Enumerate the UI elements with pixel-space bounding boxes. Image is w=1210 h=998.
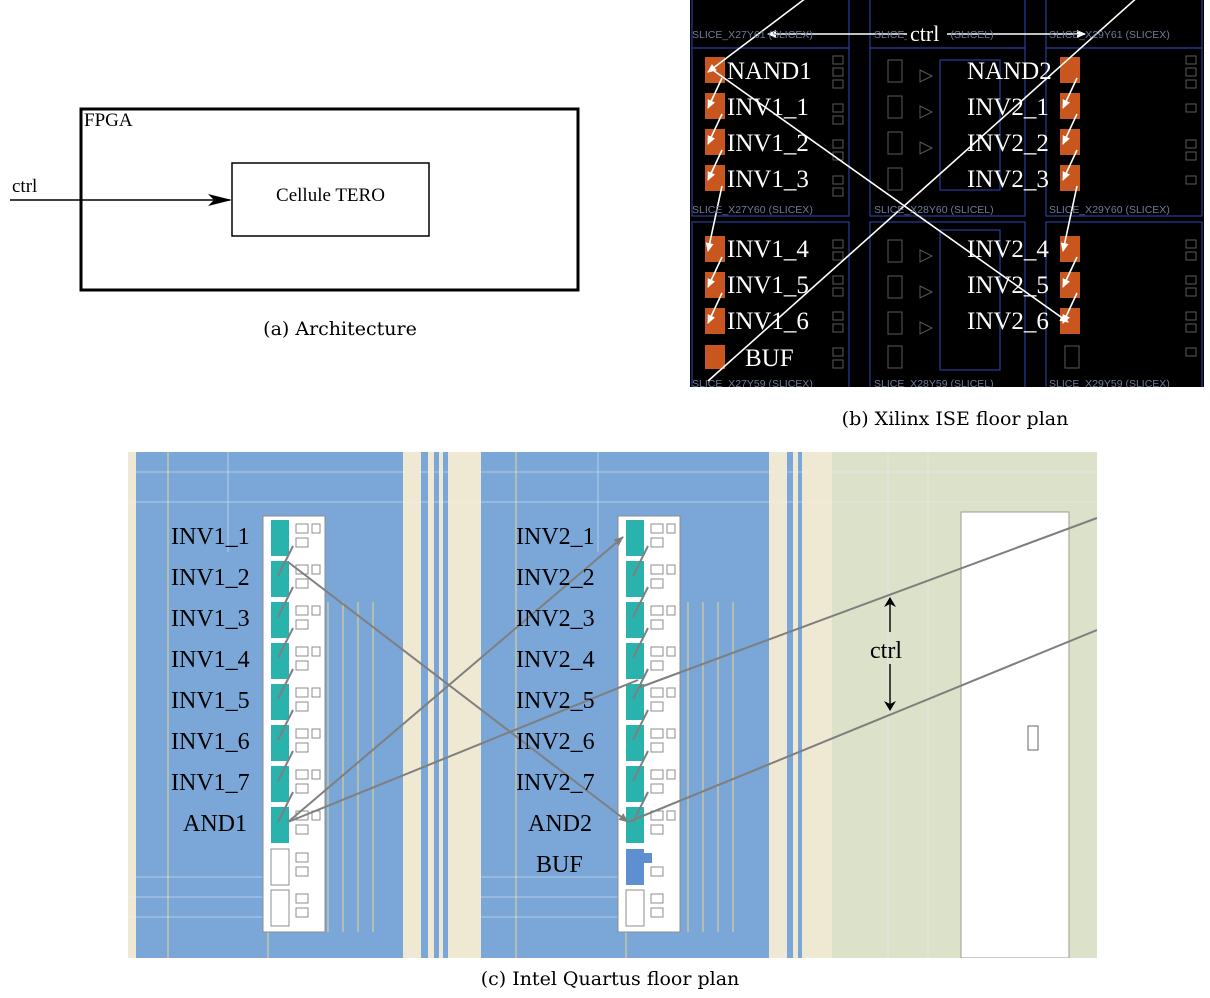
architecture-diagram (10, 107, 580, 292)
q-label-inv1-6: INV1_6 (171, 729, 250, 755)
xilinx-floorplan: SLICE_X27Y61 (SLICEX) SLICE_X28Y61 (SLIC… (690, 0, 1204, 387)
slice-label-x29y61: SLICE_X29Y61 (SLICEX) (1049, 29, 1170, 41)
q-label-inv2-5: INV2_5 (516, 688, 595, 714)
xilinx-floorplan-svg: SLICE_X27Y61 (SLICEX) SLICE_X28Y61 (SLIC… (691, 0, 1203, 387)
x-label-inv1-6: INV1_6 (727, 308, 809, 335)
q-label-inv1-3: INV1_3 (171, 606, 250, 632)
q-label-buf: BUF (536, 852, 583, 878)
x-label-inv1-2: INV1_2 (727, 130, 809, 157)
slice-label-x27y59: SLICE_X27Y59 (SLICEX) (692, 378, 813, 387)
slice-label-x27y60: SLICE_X27Y60 (SLICEX) (692, 204, 813, 216)
caption-a: (a) Architecture (263, 318, 417, 340)
ctrl-label: ctrl (12, 176, 38, 197)
q-label-and2: AND2 (528, 811, 592, 837)
x-label-inv1-5: INV1_5 (727, 272, 809, 299)
architecture-panel (0, 95, 600, 295)
quartus-floorplan-svg: ctrl INV1_1 INV1_2 INV1_3 INV1_4 INV1_5 … (128, 452, 1097, 958)
right-lab (617, 515, 681, 933)
q-label-inv2-4: INV2_4 (516, 647, 595, 673)
quartus-ctrl-label: ctrl (870, 638, 902, 664)
q-label-inv1-2: INV1_2 (171, 565, 250, 591)
q-label-inv2-3: INV2_3 (516, 606, 595, 632)
x-label-inv2-2: INV2_2 (967, 130, 1049, 157)
caption-b: (b) Xilinx ISE floor plan (841, 408, 1069, 430)
q-label-inv2-1: INV2_1 (516, 524, 595, 550)
x-label-nand2: NAND2 (967, 58, 1052, 85)
x-label-inv2-6: INV2_6 (967, 308, 1049, 335)
fpga-label: FPGA (84, 110, 133, 131)
caption-c: (c) Intel Quartus floor plan (480, 968, 740, 990)
q-label-inv1-4: INV1_4 (171, 647, 250, 673)
x-label-inv2-1: INV2_1 (967, 94, 1049, 121)
x-label-inv2-5: INV2_5 (967, 272, 1049, 299)
slice-label-x27y61: SLICE_X27Y61 (SLICEX) (692, 29, 813, 41)
q-label-and1: AND1 (183, 811, 247, 837)
x-label-nand1: NAND1 (727, 58, 812, 85)
x-label-inv1-3: INV1_3 (727, 166, 809, 193)
x-label-inv2-4: INV2_4 (967, 236, 1049, 263)
slice-label-x28y59: SLICE_X28Y59 (SLICEL) (874, 378, 994, 387)
slice-label-x29y60: SLICE_X29Y60 (SLICEX) (1049, 204, 1170, 216)
q-label-inv2-7: INV2_7 (516, 770, 595, 796)
q-label-inv1-1: INV1_1 (171, 524, 250, 550)
slice-label-x28y60: SLICE_X28Y60 (SLICEL) (874, 204, 994, 216)
q-label-inv2-6: INV2_6 (516, 729, 595, 755)
tero-cell-box (231, 162, 430, 237)
quartus-columns (128, 452, 1097, 958)
x-label-inv2-3: INV2_3 (967, 166, 1049, 193)
q-label-inv1-7: INV1_7 (171, 770, 250, 796)
xilinx-wires (705, 0, 1136, 382)
quartus-light-lines (128, 452, 1097, 958)
quartus-wires (277, 517, 1097, 823)
right-cells (1060, 57, 1080, 334)
tero-cell-label: Cellule TERO (276, 185, 385, 206)
left-lab (262, 515, 326, 933)
q-label-inv2-2: INV2_2 (516, 565, 595, 591)
xilinx-ctrl-label: ctrl (910, 21, 939, 46)
x-label-buf: BUF (745, 345, 794, 372)
q-label-inv1-5: INV1_5 (171, 688, 250, 714)
x-label-inv1-1: INV1_1 (727, 94, 809, 121)
quartus-floorplan: ctrl INV1_1 INV1_2 INV1_3 INV1_4 INV1_5 … (128, 452, 1097, 958)
x-label-inv1-4: INV1_4 (727, 236, 809, 263)
slice-label-x29y59: SLICE_X29Y59 (SLICEX) (1049, 378, 1170, 387)
